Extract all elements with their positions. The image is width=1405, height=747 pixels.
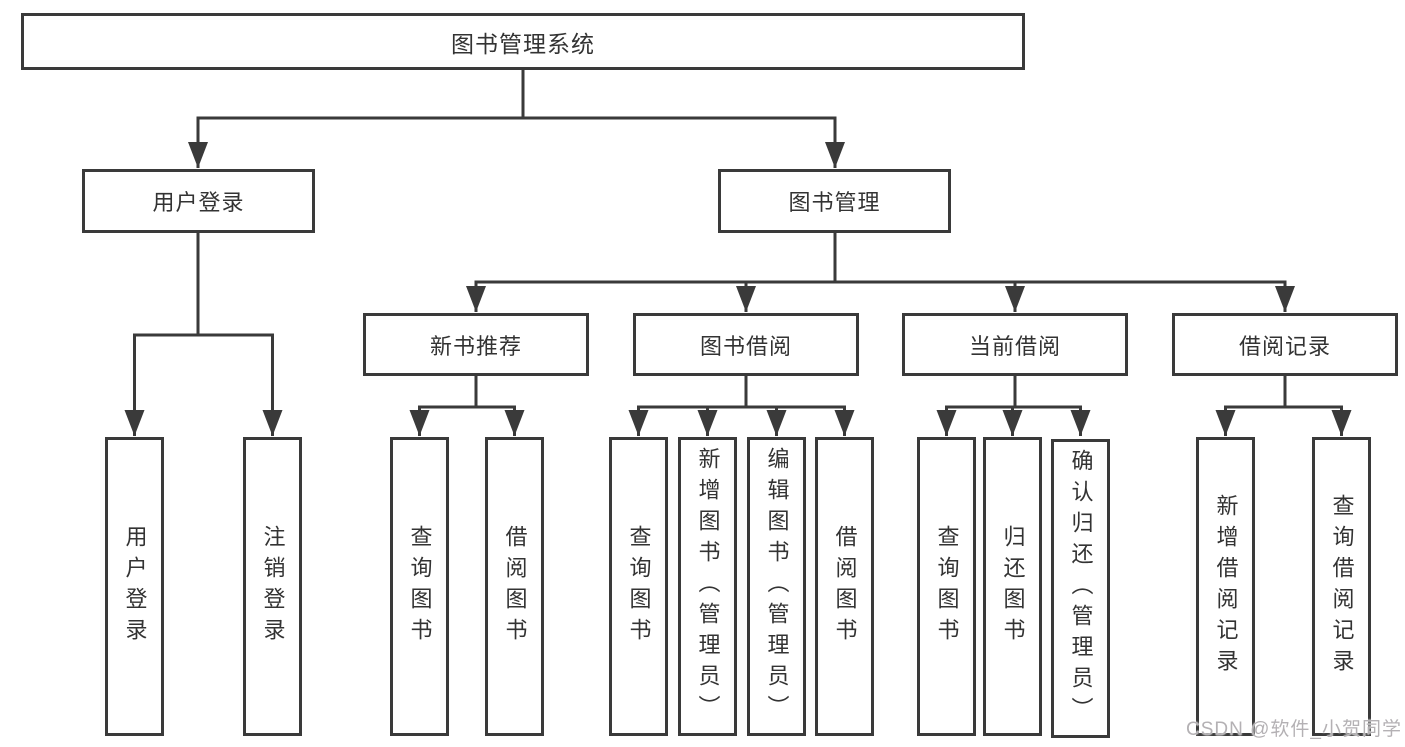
leaf-edit-book-admin: 编辑图书（管理员） bbox=[747, 437, 806, 736]
node-book-management: 图书管理 bbox=[718, 169, 951, 233]
leaf-return-book: 归还图书 bbox=[983, 437, 1042, 736]
leaf-confirm-return-admin: 确认归还（管理员） bbox=[1051, 439, 1110, 738]
leaf-add-borrow-record: 新增借阅记录 bbox=[1196, 437, 1255, 736]
csdn-watermark: CSDN @软件_小贺同学 bbox=[1186, 719, 1402, 740]
connector-root bbox=[188, 70, 845, 168]
leaf-current-query-books: 查询图书 bbox=[917, 437, 976, 736]
leaf-logout: 注销登录 bbox=[243, 437, 302, 736]
leaf-newbook-query-books: 查询图书 bbox=[390, 437, 449, 736]
connector-current-borrow bbox=[936, 376, 1091, 436]
connector-user-login bbox=[124, 233, 283, 436]
node-user-login: 用户登录 bbox=[82, 169, 315, 233]
node-new-book-recommend: 新书推荐 bbox=[363, 313, 589, 376]
leaf-borrow-query-books: 查询图书 bbox=[609, 437, 668, 736]
node-library-system: 图书管理系统 bbox=[21, 13, 1025, 70]
connector-new-book bbox=[409, 376, 525, 436]
node-current-borrow: 当前借阅 bbox=[902, 313, 1128, 376]
leaf-add-book-admin: 新增图书（管理员） bbox=[678, 437, 737, 736]
leaf-borrow-book: 借阅图书 bbox=[815, 437, 874, 736]
leaf-newbook-borrow-books: 借阅图书 bbox=[485, 437, 544, 736]
leaf-user-login: 用户登录 bbox=[105, 437, 164, 736]
connector-book-borrow bbox=[628, 376, 855, 436]
node-borrow-records: 借阅记录 bbox=[1172, 313, 1398, 376]
connector-borrow-records bbox=[1215, 376, 1352, 436]
connector-book-management bbox=[466, 233, 1295, 312]
node-book-borrow: 图书借阅 bbox=[633, 313, 859, 376]
leaf-query-borrow-record: 查询借阅记录 bbox=[1312, 437, 1371, 736]
